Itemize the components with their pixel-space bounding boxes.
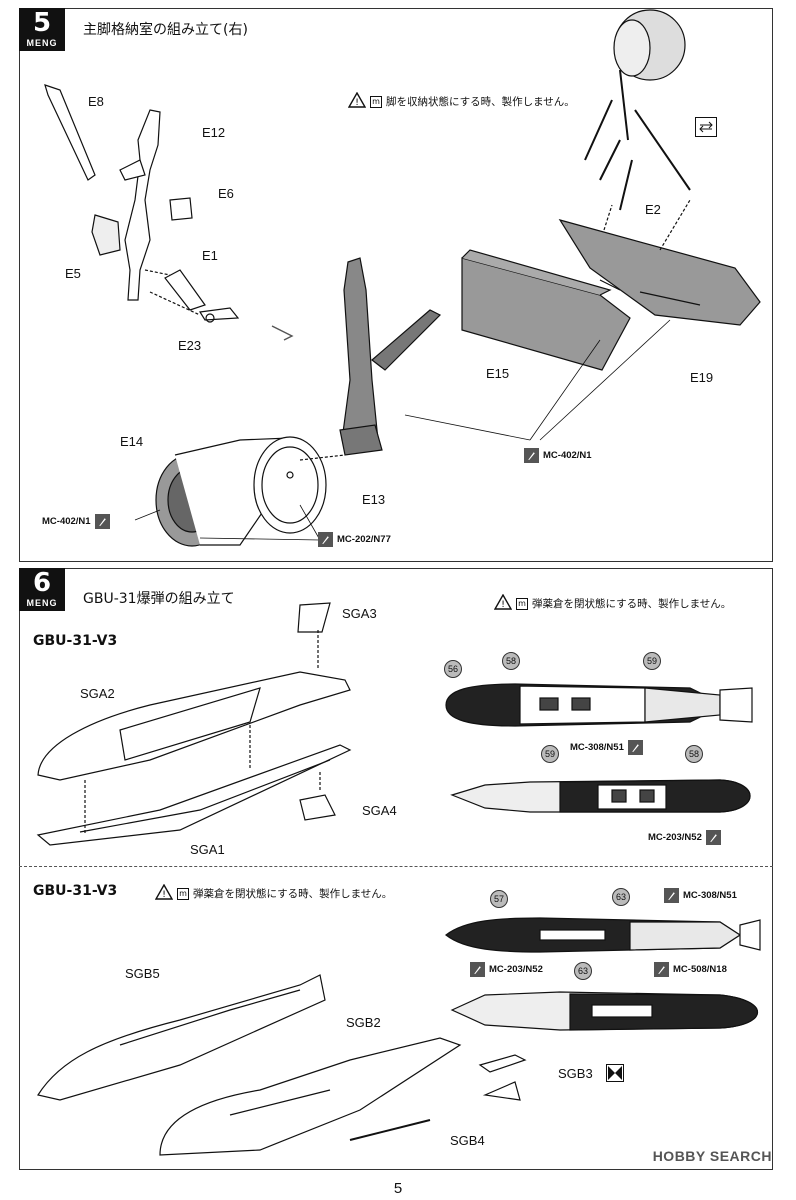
part-label-e2: E2	[645, 202, 661, 217]
paint-callout-mc402-bay: MC-402/N1	[524, 448, 592, 463]
part-label-e8: E8	[88, 94, 104, 109]
decal-marker-57: 57	[490, 890, 508, 908]
warning-icon: !	[154, 883, 174, 903]
part-label-sgb5: SGB5	[125, 966, 160, 981]
step5-brand-logo: MENG	[26, 38, 58, 48]
page-number: 5	[393, 1180, 403, 1197]
svg-text:!: !	[355, 98, 359, 108]
brush-icon	[664, 888, 679, 903]
gbu31-body-b-open	[37, 974, 326, 1101]
variant-a-heading: GBU-31-V3	[33, 633, 118, 649]
brush-icon	[318, 532, 333, 547]
variant-b-heading: GBU-31-V3	[33, 883, 118, 899]
part-label-e13: E13	[362, 492, 386, 507]
part-label-sgb3: SGB3	[558, 1066, 593, 1081]
step6-title: GBU-31爆弾の組み立て	[83, 591, 235, 607]
part-label-e23: E23	[178, 338, 202, 353]
part-label-e5: E5	[65, 266, 81, 281]
step6-brand-logo: MENG	[26, 598, 58, 608]
paint-code: MC-308/N51	[570, 742, 624, 753]
decal-marker-58: 58	[502, 652, 520, 670]
landing-gear-strut-exploded	[44, 84, 240, 323]
paint-callout-mc203-b: MC-203/N52	[470, 962, 543, 977]
gbu31-profile-top	[445, 683, 753, 727]
reverse-arrow-icon	[695, 117, 717, 137]
gear-bay-assembly	[461, 219, 761, 371]
paint-callout-mc203: MC-203/N52	[648, 830, 721, 845]
part-label-e15: E15	[486, 366, 510, 381]
part-label-e14: E14	[120, 434, 144, 449]
decal-marker-56: 56	[444, 660, 462, 678]
paint-code: MC-508/N18	[673, 964, 727, 975]
part-label-sgb4: SGB4	[450, 1133, 485, 1148]
decal-marker-58: 58	[685, 745, 703, 763]
warning-icon: !	[347, 91, 367, 111]
paint-code: MC-402/N1	[543, 450, 592, 461]
part-label-sga4: SGA4	[362, 803, 397, 818]
watermark: HOBBY SEARCH	[653, 1148, 772, 1164]
variant-b-note: ! m 弾薬倉を閉状態にする時、製作しません。	[154, 883, 393, 903]
gbu31-profile-b-bottom	[450, 991, 759, 1031]
paint-callout-mc508-b: MC-508/N18	[654, 962, 727, 977]
step6-divider	[19, 866, 773, 867]
svg-text:!: !	[162, 890, 166, 900]
hobby-search-logo: HOBBY SEARCH	[652, 1148, 772, 1164]
part-label-sga3: SGA3	[342, 606, 377, 621]
brush-icon	[705, 830, 721, 845]
part-label-e1: E1	[202, 248, 218, 263]
warning-icon: !	[493, 593, 513, 613]
step5-note-text: 脚を収納状態にする時、製作しません。	[386, 96, 575, 108]
decal-marker-63: 63	[574, 962, 592, 980]
step5-title: 主脚格納室の組み立て(右)	[83, 22, 248, 38]
step6-number: 6	[32, 568, 52, 598]
part-label-e12: E12	[202, 125, 226, 140]
step5-badge: 5 MENG	[19, 8, 65, 51]
step5-number: 5	[32, 8, 52, 38]
gbu31-profile-b-top	[445, 917, 761, 953]
hourglass-icon	[606, 1064, 624, 1082]
part-label-sga2: SGA2	[80, 686, 115, 701]
m-marker-icon: m	[370, 95, 382, 108]
gbu31-profile-bottom	[450, 779, 751, 813]
paint-code: MC-203/N52	[489, 964, 543, 975]
paint-code: MC-308/N51	[683, 890, 737, 901]
m-marker-icon: m	[516, 597, 528, 610]
step6-badge: 6 MENG	[19, 568, 65, 611]
brush-icon	[94, 514, 110, 529]
paint-callout-mc308: MC-308/N51	[570, 740, 643, 755]
variant-b-note-text: 弾薬倉を閉状態にする時、製作しません。	[193, 888, 393, 900]
main-wheel	[155, 436, 346, 547]
paint-code: MC-402/N1	[42, 516, 91, 527]
decal-marker-59: 59	[643, 652, 661, 670]
paint-callout-mc402-wheel: MC-402/N1	[42, 514, 110, 529]
brush-icon	[470, 962, 485, 977]
step6-note-text: 弾薬倉を閉状態にする時、製作しません。	[532, 598, 732, 610]
part-label-e19: E19	[690, 370, 714, 385]
nose-gear-leg	[584, 9, 691, 251]
brush-icon	[627, 740, 643, 755]
decal-marker-63: 63	[612, 888, 630, 906]
part-label-e6: E6	[218, 186, 234, 201]
decal-marker-59: 59	[541, 745, 559, 763]
brush-icon	[654, 962, 669, 977]
m-marker-icon: m	[177, 887, 189, 900]
landing-gear-strut-assembled	[339, 257, 442, 456]
paint-callout-mc308-b: MC-308/N51	[664, 888, 737, 903]
paint-code: MC-203/N52	[648, 832, 702, 843]
step6-note: ! m 弾薬倉を閉状態にする時、製作しません。	[493, 593, 732, 613]
gbu31-body-b-closed	[159, 1037, 462, 1156]
gbu31-body-lower	[36, 744, 352, 846]
brush-icon	[524, 448, 539, 463]
part-label-sgb2: SGB2	[346, 1015, 381, 1030]
step5-note: ! m 脚を収納状態にする時、製作しません。	[347, 91, 575, 111]
gbu31-body-upper	[37, 671, 351, 781]
svg-text:!: !	[501, 600, 505, 610]
paint-code: MC-202/N77	[337, 534, 391, 545]
paint-callout-mc202: MC-202/N77	[318, 532, 391, 547]
part-label-sga1: SGA1	[190, 842, 225, 857]
